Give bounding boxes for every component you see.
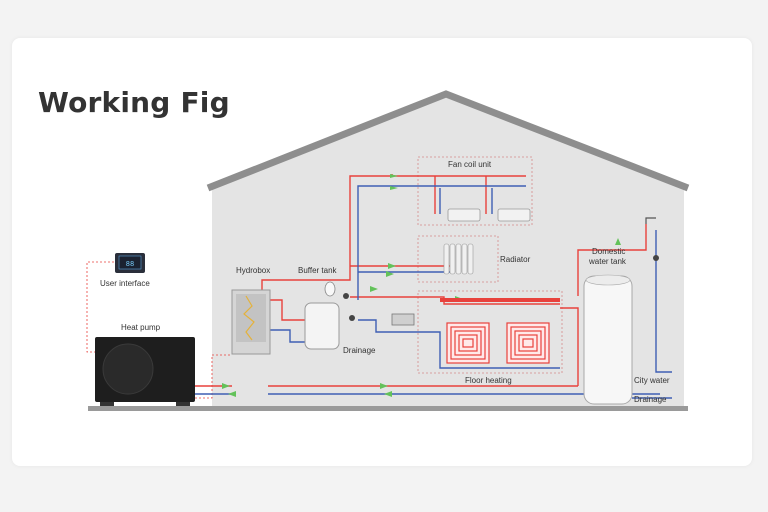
label-drainage-tank: Drainage [634, 395, 667, 404]
controller-screen [118, 255, 142, 270]
floor-heating-loop-1 [446, 322, 490, 364]
label-heat-pump: Heat pump [121, 323, 161, 332]
label-radiator: Radiator [500, 255, 531, 264]
control-signal-line [86, 261, 114, 353]
label-hydrobox: Hydrobox [236, 266, 270, 275]
domestic-water-tank [583, 275, 633, 405]
label-fan-coil-unit: Fan coil unit [448, 160, 492, 169]
label-floor-heating: Floor heating [465, 376, 512, 385]
label-city-water: City water [634, 376, 670, 385]
floor-heating-box [417, 290, 563, 374]
domestic-water-tank-top [585, 274, 631, 286]
hydrobox-coil [243, 295, 255, 341]
label-user-interface: User interface [100, 279, 150, 288]
radiator-box [417, 235, 499, 283]
valve-left [343, 293, 349, 299]
house-roof [206, 90, 690, 192]
heat-pump-fan [102, 343, 154, 395]
control-signal-line-2 [195, 354, 232, 399]
tank-valve [653, 255, 659, 261]
label-drainage-buffer: Drainage [343, 346, 376, 355]
hot-pipes [195, 174, 647, 387]
heat-pump-foot-left [100, 402, 114, 406]
radiator-unit [443, 243, 474, 275]
valve-right [349, 315, 355, 321]
hydrobox-interior [236, 294, 266, 342]
label-domestic-water-tank-line1: Domestic [592, 247, 625, 256]
expansion-vessel [324, 281, 336, 297]
floor-heating-manifold [440, 298, 560, 302]
fan-coil-indoor-2 [497, 208, 531, 222]
floor-heating-loop-2 [506, 322, 550, 364]
fan-coil-indoor-1 [447, 208, 481, 222]
heat-pump-foot-right [176, 402, 190, 406]
buffer-tank [304, 302, 340, 350]
label-buffer-tank: Buffer tank [298, 266, 338, 275]
ground-line [88, 406, 688, 411]
tank-outlet-pipe [645, 217, 656, 224]
label-domestic-water-tank-line2: water tank [588, 257, 627, 266]
fan-coil-box [417, 156, 533, 226]
mixing-valve [391, 313, 415, 326]
page-title: Working Fig [38, 86, 230, 119]
controller-display-value: 88 [126, 260, 134, 268]
